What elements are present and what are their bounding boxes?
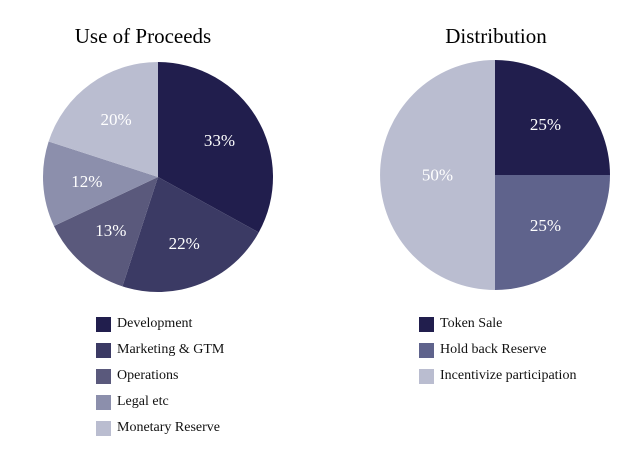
legend-swatch-token-sale	[419, 316, 434, 332]
legend-item-token-sale: Token Sale	[419, 311, 576, 337]
pie-value-label-operations: 13%	[95, 221, 126, 240]
pie-slice-hold-back-reserve	[495, 175, 610, 290]
legend-item-legal-etc: Legal etc	[96, 389, 224, 415]
legend-item-hold-back-reserve: Hold back Reserve	[419, 337, 576, 363]
legend-item-operations: Operations	[96, 363, 224, 389]
pie-slice-legal-etc	[42, 141, 158, 226]
legend-label-hold-back-reserve: Hold back Reserve	[440, 342, 547, 357]
legend-swatch-operations	[96, 368, 111, 384]
pie-value-label-legal-etc: 12%	[71, 172, 102, 191]
chart-title-use-of-proceeds: Use of Proceeds	[74, 24, 212, 48]
legend-label-incentivize-participation: Incentivize participation	[440, 368, 577, 383]
legend-swatch-monetary-reserve	[96, 420, 111, 436]
pie-chart-distribution: 25% 25% 50%	[380, 60, 610, 290]
legend-item-development: Development	[96, 311, 224, 337]
pie-slice-monetary-reserve	[48, 62, 158, 177]
legend-swatch-incentivize-participation	[419, 368, 434, 384]
pie-slice-marketing-gtm	[122, 177, 259, 293]
legend-label-legal-etc: Legal etc	[117, 394, 169, 409]
pie-chart-use-of-proceeds: 33% 22% 13% 12% 20%	[42, 62, 274, 293]
legend-item-monetary-reserve: Monetary Reserve	[96, 415, 224, 441]
pie-value-label-hold-back-reserve: 25%	[530, 216, 561, 235]
legend-label-marketing-gtm: Marketing & GTM	[117, 342, 225, 357]
pie-slice-incentivize-participation	[380, 60, 495, 290]
legend-label-monetary-reserve: Monetary Reserve	[117, 420, 221, 435]
pie-value-label-development: 33%	[204, 131, 235, 150]
legend-item-marketing-gtm: Marketing & GTM	[96, 337, 224, 363]
pie-slice-token-sale	[495, 60, 610, 175]
chart-title-distribution: Distribution	[445, 24, 547, 48]
pie-slice-development	[158, 62, 274, 233]
legend-label-token-sale: Token Sale	[440, 316, 503, 331]
legend-label-operations: Operations	[117, 368, 179, 383]
legend-label-development: Development	[117, 316, 193, 331]
pie-value-label-token-sale: 25%	[530, 115, 561, 134]
legend-swatch-marketing-gtm	[96, 342, 111, 358]
pie-value-label-marketing-gtm: 22%	[169, 234, 200, 253]
pie-slice-operations	[53, 177, 158, 287]
legend-swatch-legal-etc	[96, 394, 111, 410]
pie-value-label-monetary-reserve: 20%	[101, 110, 132, 129]
legend-swatch-development	[96, 316, 111, 332]
pie-value-label-incentivize-participation: 50%	[422, 166, 453, 185]
legend-item-incentivize-participation: Incentivize participation	[419, 363, 576, 389]
legend-swatch-hold-back-reserve	[419, 342, 434, 358]
